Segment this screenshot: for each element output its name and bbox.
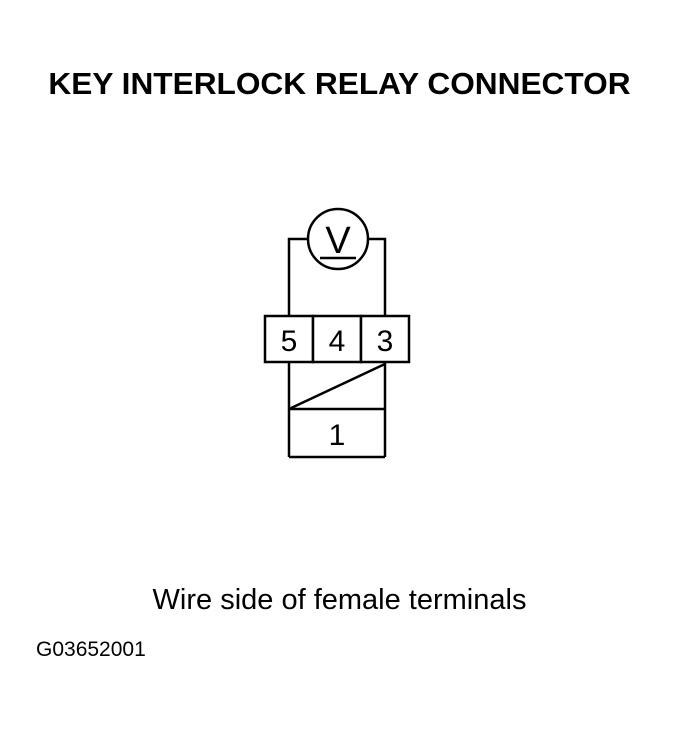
connector-body-lower [287,362,387,459]
terminal-1-label: 1 [329,419,346,452]
terminal-4 [311,314,363,364]
probe-leads [287,237,387,316]
terminal-4-label: 4 [329,325,346,358]
probe-lead-left [287,237,309,316]
diagram-title: KEY INTERLOCK RELAY CONNECTOR [48,66,631,101]
blank-cavity-diagonal [288,362,386,411]
voltmeter-symbol: V [325,220,351,262]
figure-code: G03652001 [36,638,146,661]
probe-lead-right [368,237,387,316]
terminal-5-label: 5 [281,325,298,358]
terminal-3-label: 3 [377,325,394,358]
diagram-caption: Wire side of female terminals [152,584,527,616]
voltmeter-icon: V [306,207,370,271]
